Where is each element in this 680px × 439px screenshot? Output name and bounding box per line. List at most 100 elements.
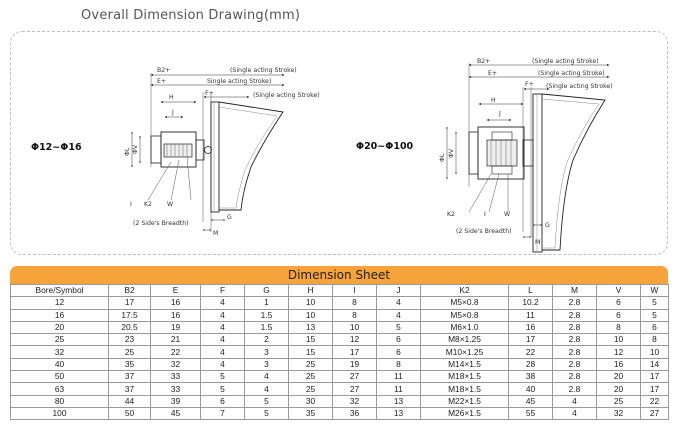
table-cell: 28 bbox=[508, 357, 553, 372]
table-cell: 32 bbox=[10, 345, 109, 359]
stroke-note-b2-right: (Single acting Stroke) bbox=[532, 58, 599, 65]
table-cell: 16 bbox=[150, 296, 201, 310]
dim-v-right: ΦV bbox=[448, 148, 455, 158]
dim-l-left: ΦL bbox=[124, 147, 131, 156]
table-cell: 4 bbox=[200, 308, 245, 322]
dim-m-right: M bbox=[535, 239, 540, 246]
dim-e-right: E+ bbox=[488, 70, 497, 77]
column-header: J bbox=[376, 283, 421, 298]
table-cell: 21 bbox=[150, 333, 201, 347]
table-cell: 11 bbox=[376, 370, 421, 384]
table-cell: 10 bbox=[596, 333, 641, 347]
table-cell: 45 bbox=[508, 394, 553, 408]
table-cell: 25 bbox=[288, 370, 333, 384]
table-cell: 25 bbox=[288, 357, 333, 372]
table-cell: 13 bbox=[288, 320, 333, 335]
table-cell: 17 bbox=[640, 370, 669, 384]
table-cell: 32 bbox=[596, 406, 641, 421]
table-cell: 40 bbox=[10, 357, 109, 372]
dim-w-left: W bbox=[167, 201, 173, 208]
table-cell: 5 bbox=[640, 308, 669, 322]
table-cell: 3 bbox=[244, 357, 289, 372]
table-cell: 20 bbox=[10, 320, 109, 335]
table-cell: 4 bbox=[376, 308, 421, 322]
table-cell: 3 bbox=[244, 345, 289, 359]
breadth-note-left: (2 Side's Breadth) bbox=[133, 220, 189, 227]
table-cell: 6 bbox=[200, 394, 245, 408]
dim-h-right: H bbox=[491, 97, 496, 104]
table-cell: 16 bbox=[10, 308, 109, 322]
table-cell: 16 bbox=[596, 357, 641, 372]
table-cell: 50 bbox=[108, 406, 151, 421]
table-cell: 55 bbox=[508, 406, 553, 421]
table-cell: 63 bbox=[10, 382, 109, 396]
table-cell: 1 bbox=[244, 296, 289, 310]
table-cell: 6 bbox=[596, 296, 641, 310]
table-cell: 32 bbox=[150, 357, 201, 372]
table-cell: 22 bbox=[508, 345, 553, 359]
table-cell: 36 bbox=[332, 406, 377, 421]
table-cell: 17 bbox=[640, 382, 669, 396]
table-cell: 15 bbox=[288, 333, 333, 347]
column-header: Bore/Symbol bbox=[10, 283, 109, 298]
table-cell: 44 bbox=[108, 394, 151, 408]
table-cell: 11 bbox=[508, 308, 553, 322]
dimension-drawings: Φ12~Φ16 B2+ (Single acting Stroke) E+ Si… bbox=[31, 58, 613, 253]
table-cell: 2.8 bbox=[552, 333, 597, 347]
table-cell: 22 bbox=[640, 394, 669, 408]
column-header: B2 bbox=[108, 283, 151, 298]
table-cell: 25 bbox=[288, 382, 333, 396]
table-cell: 4 bbox=[244, 382, 289, 396]
dim-f-left: F+ bbox=[205, 90, 214, 97]
table-cell: 22 bbox=[150, 345, 201, 359]
drawing-small-bore: Φ12~Φ16 B2+ (Single acting Stroke) E+ Si… bbox=[31, 67, 320, 237]
table-cell: 4 bbox=[244, 370, 289, 384]
dim-m-left: M bbox=[213, 230, 218, 237]
table-cell: 16 bbox=[150, 308, 201, 322]
table-cell: 4 bbox=[200, 296, 245, 310]
table-cell: 2.8 bbox=[552, 370, 597, 384]
table-cell: 12 bbox=[10, 296, 109, 310]
table-cell: 2.8 bbox=[552, 320, 597, 335]
dim-w-right: W bbox=[504, 211, 510, 218]
table-cell: 37 bbox=[108, 382, 151, 396]
table-cell: 2.8 bbox=[552, 382, 597, 396]
table-cell: 1.5 bbox=[244, 320, 289, 335]
table-cell: 4 bbox=[376, 296, 421, 310]
table-cell: 20.5 bbox=[108, 320, 151, 335]
breadth-note-right: (2 Side's Breadth) bbox=[456, 228, 512, 235]
dim-b2-left: B2+ bbox=[157, 67, 170, 74]
table-cell: 5 bbox=[640, 296, 669, 310]
table-cell: 6 bbox=[640, 320, 669, 335]
table-cell: M14×1.5 bbox=[420, 357, 509, 372]
table-cell: 19 bbox=[150, 320, 201, 335]
range-label-large: Φ20~Φ100 bbox=[356, 141, 414, 152]
drawing-large-bore: Φ20~Φ100 B2+ (Single acting Stroke) E+ (… bbox=[356, 58, 613, 253]
table-cell: 45 bbox=[150, 406, 201, 421]
table-cell: M6×1.0 bbox=[420, 320, 509, 335]
table-cell: 4 bbox=[552, 394, 597, 408]
table-cell: 12 bbox=[332, 333, 377, 347]
table-cell: M18×1.5 bbox=[420, 382, 509, 396]
table-cell: 40 bbox=[508, 382, 553, 396]
table-cell: 4 bbox=[200, 333, 245, 347]
table-cell: 8 bbox=[332, 308, 377, 322]
column-header: H bbox=[288, 283, 333, 298]
table-cell: 2.8 bbox=[552, 296, 597, 310]
table-cell: 27 bbox=[332, 382, 377, 396]
table-cell: M10×1.25 bbox=[420, 345, 509, 359]
dim-g-left: G bbox=[227, 214, 232, 221]
table-cell: 20 bbox=[596, 370, 641, 384]
table-cell: 2.8 bbox=[552, 357, 597, 372]
table-cell: M5×0.8 bbox=[420, 296, 509, 310]
table-cell: 6 bbox=[596, 308, 641, 322]
dim-j-left: J bbox=[171, 109, 174, 116]
column-header: K2 bbox=[420, 283, 509, 298]
